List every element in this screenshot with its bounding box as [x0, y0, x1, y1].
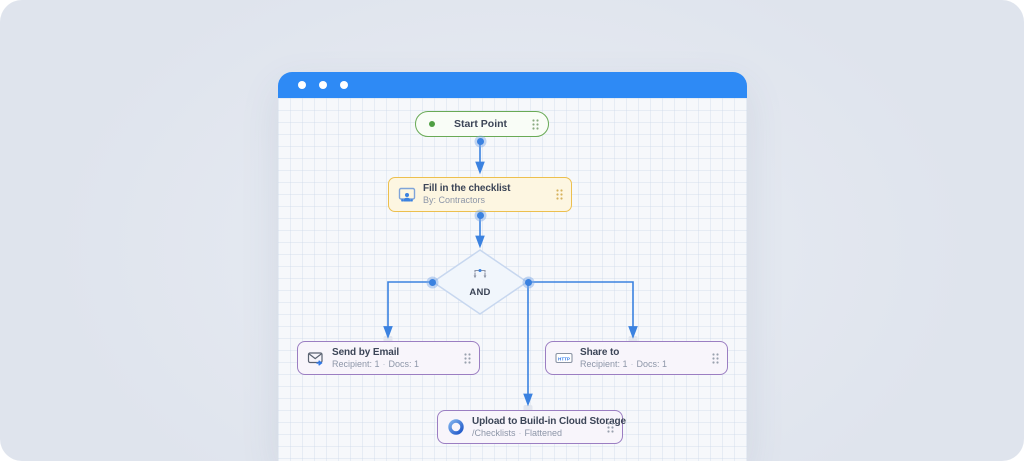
node-title: Send by Email: [332, 346, 400, 358]
node-subtitle: By: Contractors: [423, 195, 486, 205]
envelope-send-icon: [307, 351, 325, 366]
http-badge-text: HTTP: [558, 356, 570, 361]
drag-handle-icon[interactable]: [556, 189, 563, 200]
node-title: Share to: [580, 346, 620, 358]
drag-handle-icon[interactable]: [532, 118, 539, 130]
flow-canvas[interactable]: Start Point: [278, 98, 747, 461]
node-fill-checklist[interactable]: Fill in the checklist By: Contractors: [388, 177, 572, 212]
branch-split-icon: [472, 267, 488, 285]
drag-handle-icon[interactable]: [464, 352, 471, 364]
window-control-dot[interactable]: [340, 81, 348, 89]
connector-dot: [476, 212, 484, 219]
node-title: Fill in the checklist: [423, 183, 511, 194]
node-and-gateway[interactable]: AND: [432, 249, 528, 315]
edge-gateway-to-send-email: [383, 281, 432, 339]
node-subtitle: Recipient: 1·Docs: 1: [580, 358, 668, 369]
start-point-label: Start Point: [453, 118, 508, 130]
connector-dot: [428, 278, 436, 286]
node-subtitle: /Checklists·Flattened: [472, 427, 563, 438]
cloud-ring-icon: [447, 418, 465, 436]
window-control-dot[interactable]: [319, 81, 327, 89]
edge-gateway-to-share-to: [528, 281, 638, 339]
connector-dot: [524, 278, 532, 286]
http-badge-icon: HTTP: [555, 351, 573, 365]
gateway-label: AND: [469, 286, 491, 298]
node-upload-cloud-storage[interactable]: Upload to Build-in Cloud Storage /Checkl…: [437, 410, 627, 444]
connector-dot: [476, 138, 484, 145]
node-subtitle: Recipient: 1·Docs: 1: [332, 358, 420, 369]
green-status-dot-icon: [429, 121, 435, 127]
node-start-point[interactable]: Start Point: [415, 111, 549, 137]
node-send-by-email[interactable]: Send by Email Recipient: 1·Docs: 1: [297, 341, 480, 375]
drag-handle-icon[interactable]: [607, 421, 614, 433]
node-share-to[interactable]: HTTP Share to Recipient: 1·Docs: 1: [545, 341, 728, 375]
window-titlebar: [278, 72, 747, 98]
diamond-shape: [432, 249, 528, 315]
assignee-board-icon: [398, 187, 416, 203]
window-control-dot[interactable]: [298, 81, 306, 89]
browser-window: Start Point: [278, 72, 747, 461]
drag-handle-icon[interactable]: [712, 352, 719, 364]
node-title: Upload to Build-in Cloud Storage: [472, 415, 627, 427]
